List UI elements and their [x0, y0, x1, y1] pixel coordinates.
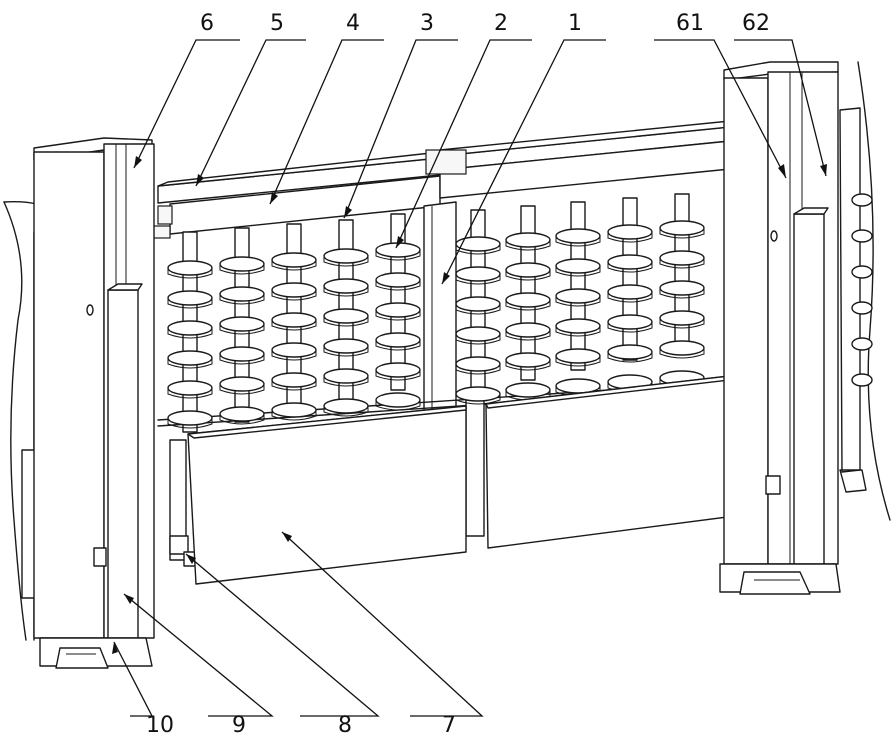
roller-disc — [272, 403, 316, 417]
edge-roller-disc — [852, 230, 872, 242]
edge-roller-disc — [852, 194, 872, 206]
edge-roller-disc — [852, 338, 872, 350]
roller-disc — [660, 281, 704, 295]
roller-disc — [324, 369, 368, 383]
roller-disc — [220, 287, 264, 301]
roller-disc — [168, 321, 212, 335]
leader-8 — [186, 554, 378, 716]
roller-shaft — [675, 194, 689, 350]
roller-disc — [456, 327, 500, 341]
roller-shaft — [571, 202, 585, 370]
label-3: 3 — [420, 11, 434, 36]
roller-disc — [168, 351, 212, 365]
left-column — [34, 138, 154, 668]
roller-disc — [506, 293, 550, 307]
roller-disc — [556, 289, 600, 303]
edge-roller-disc — [852, 266, 872, 278]
label-10: 10 — [146, 713, 174, 738]
roller-disc — [324, 339, 368, 353]
right-column — [720, 62, 840, 594]
roller-disc — [556, 259, 600, 273]
label-62: 62 — [742, 11, 770, 36]
roller-disc — [506, 383, 550, 397]
roller-disc — [324, 399, 368, 413]
roller-disc — [272, 373, 316, 387]
roller-disc — [556, 229, 600, 243]
label-61: 61 — [676, 11, 704, 36]
roller-disc — [324, 249, 368, 263]
roller-disc — [506, 323, 550, 337]
roller-disc — [506, 353, 550, 367]
roller-disc — [456, 357, 500, 371]
roller-disc — [556, 349, 600, 363]
roller-disc — [376, 393, 420, 407]
roller-disc — [168, 411, 212, 425]
cover-plate-left — [188, 406, 466, 584]
label-5: 5 — [270, 11, 284, 36]
roller-disc — [608, 285, 652, 299]
label-7: 7 — [442, 713, 456, 738]
roller-disc — [506, 263, 550, 277]
roller-disc — [660, 311, 704, 325]
roller-disc — [608, 345, 652, 359]
roller-disc — [324, 279, 368, 293]
right-edge-structure — [840, 62, 890, 520]
roller-disc — [220, 257, 264, 271]
roller-disc — [660, 221, 704, 235]
roller-disc — [456, 267, 500, 281]
roller-disc — [660, 341, 704, 355]
roller-disc — [220, 377, 264, 391]
roller-disc — [220, 407, 264, 421]
roller-disc — [168, 261, 212, 275]
label-8: 8 — [338, 713, 352, 738]
label-2: 2 — [494, 11, 508, 36]
roller-disc — [220, 347, 264, 361]
roller-disc — [456, 387, 500, 401]
roller-disc — [272, 313, 316, 327]
label-9: 9 — [232, 713, 246, 738]
roller-disc — [376, 333, 420, 347]
roller-disc — [272, 283, 316, 297]
center-panel — [424, 202, 456, 424]
roller-disc — [608, 255, 652, 269]
roller-disc — [556, 379, 600, 393]
roller-disc — [272, 253, 316, 267]
roller-disc — [608, 225, 652, 239]
roller-disc — [376, 303, 420, 317]
roller-disc — [660, 251, 704, 265]
roller-disc — [324, 309, 368, 323]
roller-disc — [376, 273, 420, 287]
roller-disc — [506, 233, 550, 247]
label-1: 1 — [568, 11, 582, 36]
label-6: 6 — [200, 11, 214, 36]
roller-disc — [556, 319, 600, 333]
roller-disc — [608, 315, 652, 329]
edge-roller-disc — [852, 302, 872, 314]
roller-disc — [168, 291, 212, 305]
roller-disc — [376, 363, 420, 377]
roller-disc — [272, 343, 316, 357]
leader-5 — [196, 40, 306, 186]
edge-roller-disc — [852, 374, 872, 386]
roller-shaft — [623, 198, 637, 360]
label-4: 4 — [346, 11, 360, 36]
roller-disc — [456, 297, 500, 311]
roller-disc — [220, 317, 264, 331]
roller-disc — [168, 381, 212, 395]
